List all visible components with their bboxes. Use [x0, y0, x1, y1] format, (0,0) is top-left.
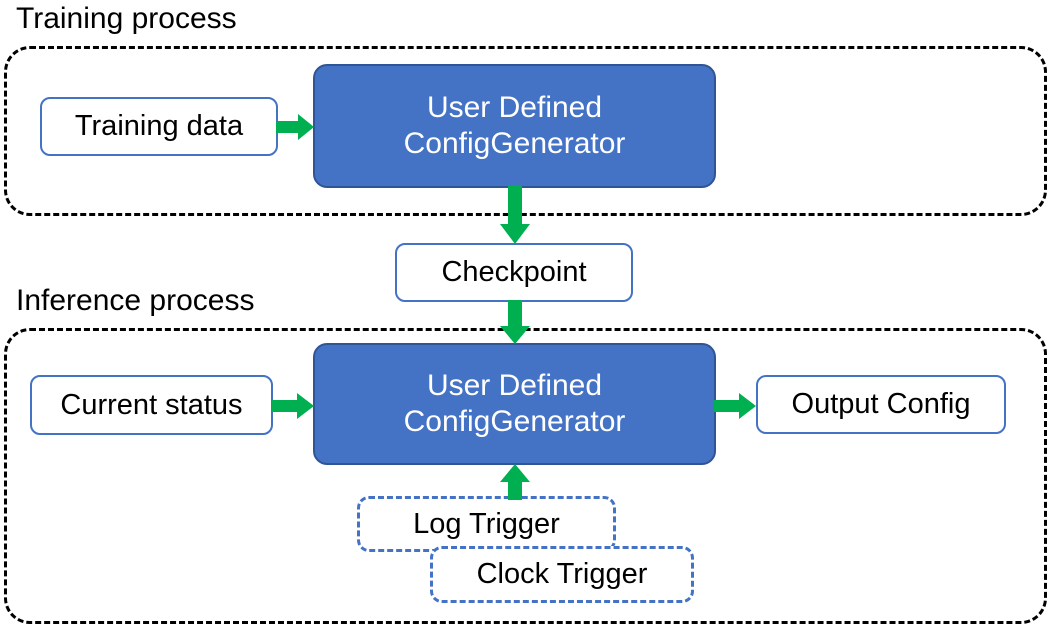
- arrow-training-data-to-generator-icon: [276, 112, 316, 142]
- node-training-data[interactable]: Training data: [40, 97, 278, 156]
- node-output-config-label: Output Config: [791, 388, 971, 420]
- node-generator-training-label-line2: ConfigGenerator: [403, 127, 626, 160]
- node-checkpoint[interactable]: Checkpoint: [395, 243, 633, 302]
- node-clock-trigger[interactable]: Clock Trigger: [430, 546, 694, 603]
- arrow-checkpoint-to-generator-icon: [500, 300, 530, 346]
- arrow-current-status-to-generator-icon: [272, 391, 316, 421]
- node-clock-trigger-label: Clock Trigger: [476, 558, 648, 590]
- node-output-config[interactable]: Output Config: [756, 375, 1006, 434]
- node-current-status-label: Current status: [60, 388, 243, 421]
- node-training-data-label: Training data: [74, 110, 244, 142]
- node-current-status[interactable]: Current status: [30, 375, 273, 435]
- node-checkpoint-label: Checkpoint: [441, 256, 587, 288]
- node-generator-inference-label-line2: ConfigGenerator: [403, 405, 626, 438]
- node-user-defined-config-generator-inference[interactable]: User Defined ConfigGenerator: [313, 343, 716, 465]
- node-generator-training-label-line1: User Defined: [426, 91, 603, 124]
- arrow-generator-to-checkpoint-icon: [500, 186, 530, 246]
- arrow-generator-to-output-config-icon: [714, 391, 758, 421]
- arrow-trigger-to-generator-icon: [500, 464, 530, 500]
- training-process-label: Training process: [16, 2, 237, 35]
- node-log-trigger-label: Log Trigger: [413, 507, 560, 540]
- training-process-container: [4, 46, 1047, 216]
- node-generator-inference-label-line1: User Defined: [426, 369, 603, 402]
- node-user-defined-config-generator-training[interactable]: User Defined ConfigGenerator: [313, 64, 716, 188]
- node-log-trigger[interactable]: Log Trigger: [357, 496, 616, 552]
- inference-process-label: Inference process: [16, 284, 255, 317]
